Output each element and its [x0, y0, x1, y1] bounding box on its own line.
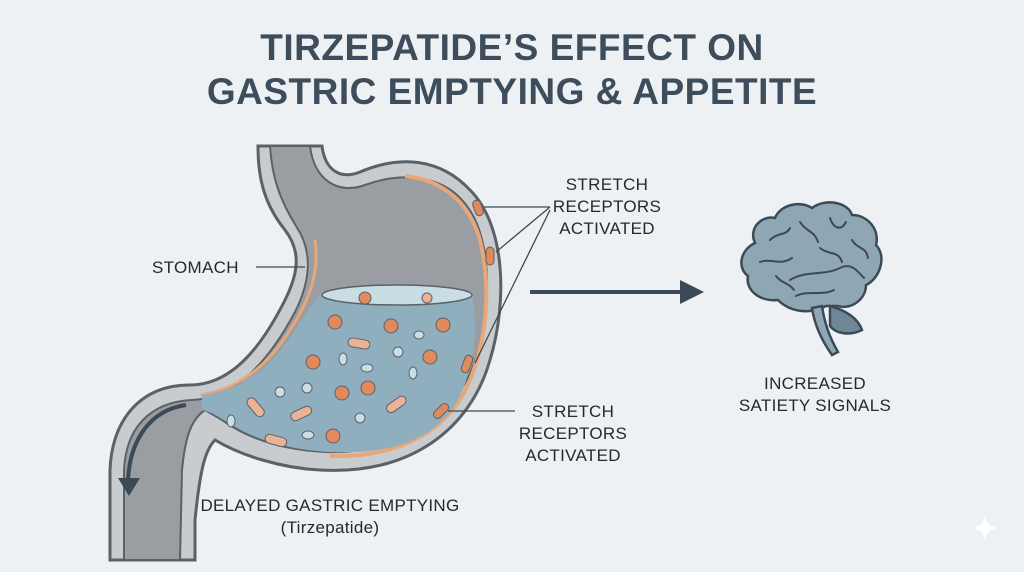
title-line-1: TIRZEPATIDE’S EFFECT ON — [260, 27, 764, 68]
diagram-title: TIRZEPATIDE’S EFFECT ON GASTRIC EMPTYING… — [0, 26, 1024, 114]
brain-illustration — [740, 201, 883, 357]
gastric-fluid — [202, 292, 475, 453]
muscle-layer-right — [329, 174, 489, 459]
fluid-surface — [321, 284, 473, 306]
label-line: RECEPTORS — [552, 197, 662, 216]
stretch-receptors — [432, 199, 495, 420]
stomach-illustration — [108, 144, 503, 562]
label-line: DELAYED GASTRIC EMPTYING — [200, 496, 460, 515]
curved-down-arrow-icon — [126, 403, 187, 481]
label-stretch-receptors-bottom: STRETCH RECEPTORS ACTIVATED — [508, 401, 638, 467]
label-line: ACTIVATED — [525, 446, 621, 465]
food-particles — [226, 291, 451, 448]
label-stomach: STOMACH — [152, 258, 239, 277]
label-delayed-gastric-emptying: DELAYED GASTRIC EMPTYING (Tirzepatide) — [180, 495, 480, 539]
label-satiety-signals: INCREASED SATIETY SIGNALS — [730, 373, 900, 417]
leader-lines — [256, 206, 551, 412]
label-line: STRETCH — [565, 175, 649, 194]
label-line: STRETCH — [531, 402, 615, 421]
right-arrow-icon — [530, 280, 704, 304]
label-line: ACTIVATED — [559, 219, 655, 238]
muscle-layer-left — [199, 239, 318, 397]
label-line: RECEPTORS — [518, 424, 628, 443]
sparkle-icon — [972, 513, 998, 543]
label-line: SATIETY SIGNALS — [738, 396, 892, 415]
label-line: INCREASED — [764, 374, 866, 393]
label-subtitle: (Tirzepatide) — [280, 518, 380, 537]
title-line-2: GASTRIC EMPTYING & APPETITE — [206, 71, 818, 112]
label-stretch-receptors-top: STRETCH RECEPTORS ACTIVATED — [552, 174, 662, 240]
